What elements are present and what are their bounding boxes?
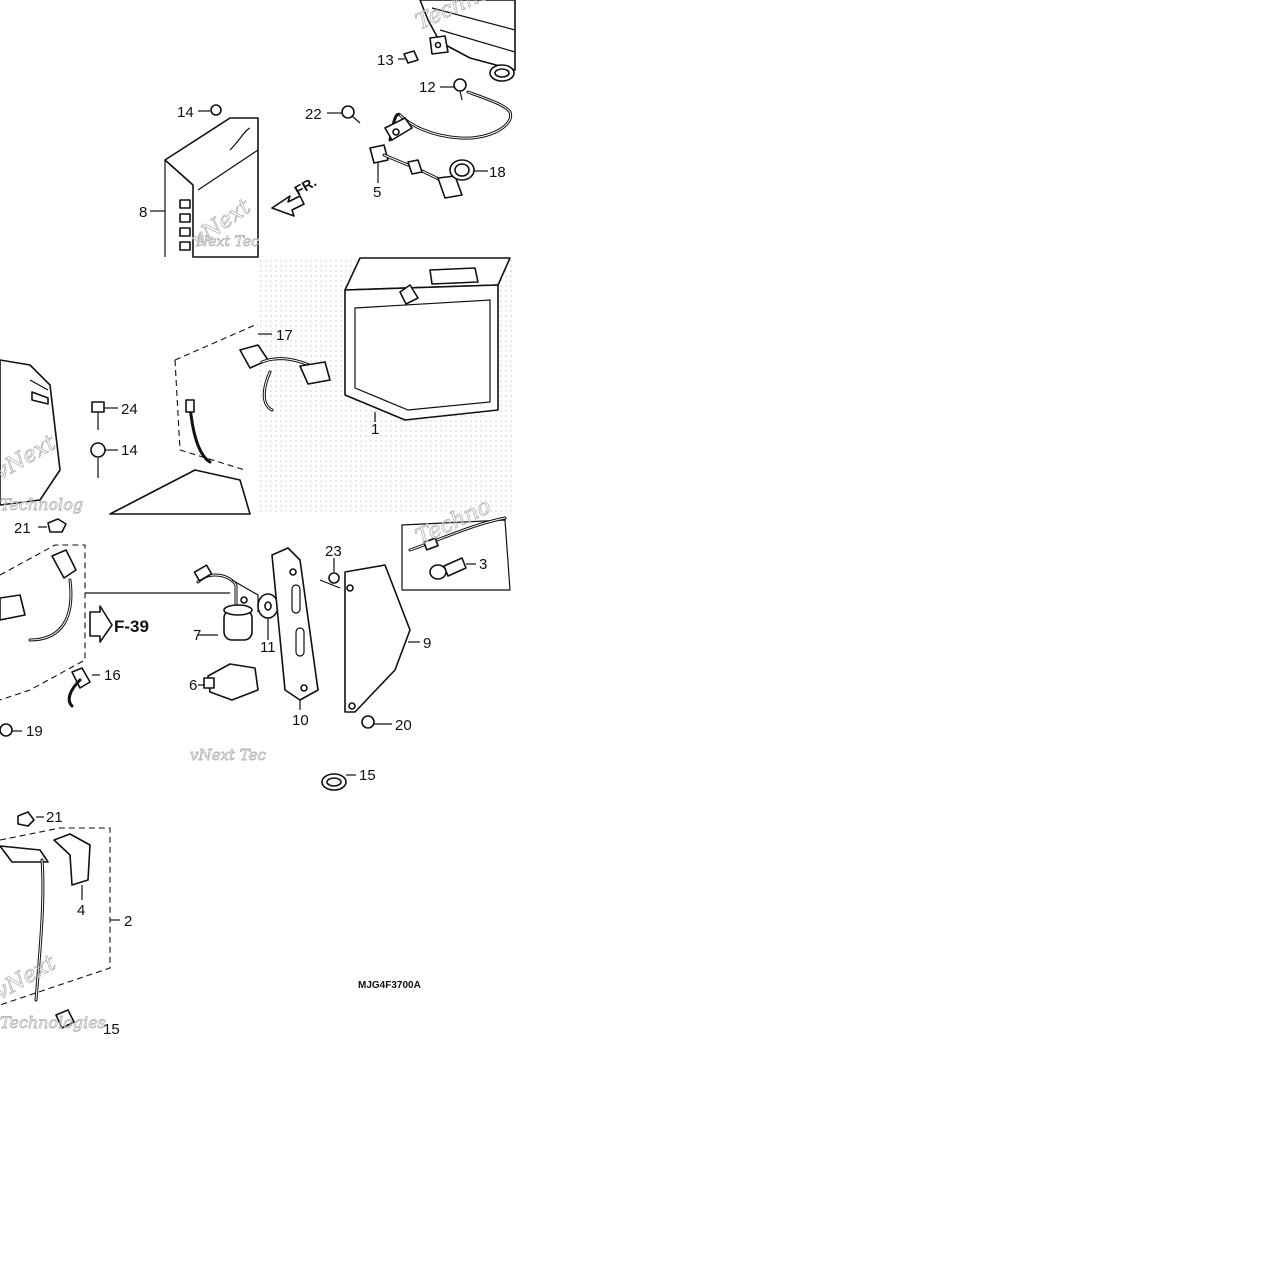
- callout-2: 2: [124, 913, 132, 930]
- tile-middle-row: [0, 516, 511, 791]
- nut-19: [0, 723, 13, 737]
- side-cover: [0, 359, 61, 506]
- callout-3: 3: [479, 556, 487, 573]
- front-marker: FR.: [292, 173, 320, 198]
- watermark-text: Technologies: [0, 1013, 106, 1032]
- callout-8: 8: [139, 204, 147, 221]
- sensor-5: [369, 144, 389, 164]
- drawing-code: MJG4F3700A: [358, 980, 421, 991]
- bolt-22: [341, 105, 355, 119]
- callout-1: 1: [371, 421, 379, 438]
- tile-top-left: [150, 104, 259, 258]
- nut-14a: [210, 104, 222, 116]
- nut-14b: [90, 442, 106, 458]
- bracket-10: [271, 547, 319, 701]
- callout-13: 13: [377, 52, 394, 69]
- front-arrow-icon: [271, 195, 305, 217]
- callout-19: 19: [26, 723, 43, 740]
- watermark-text: vNext Tec: [190, 746, 266, 764]
- watermark-text: Next Tec: [195, 234, 259, 250]
- callout-16: 16: [104, 667, 121, 684]
- callout-14: 14: [121, 442, 138, 459]
- callout-14: 14: [177, 104, 194, 121]
- callout-7: 7: [193, 627, 201, 644]
- callout-24: 24: [121, 401, 138, 418]
- cap-cover: [51, 549, 77, 579]
- page-reference: F-39: [114, 617, 149, 636]
- callout-9: 9: [423, 635, 431, 652]
- watermark-text: Technolog: [0, 495, 83, 514]
- callout-22: 22: [305, 106, 322, 123]
- tile-middle-battery: [0, 257, 515, 515]
- callout-11: 11: [260, 639, 276, 656]
- callout-23: 23: [325, 543, 342, 560]
- tile-top-right: [271, 0, 516, 217]
- callout-20: 20: [395, 717, 412, 734]
- callout-15: 15: [359, 767, 376, 784]
- callout-6: 6: [189, 677, 197, 694]
- plate-9: [344, 564, 411, 713]
- reference-arrow-icon: [89, 605, 113, 643]
- callout-15: 15: [103, 1021, 120, 1038]
- cable-terminal: [0, 845, 49, 863]
- bolt-24: [91, 401, 105, 413]
- terminal-cap-4: [53, 833, 91, 886]
- callout-21: 21: [46, 809, 63, 826]
- callout-4: 4: [77, 902, 85, 919]
- bolt-23: [328, 572, 340, 584]
- callout-18: 18: [489, 164, 506, 181]
- nut-21a: [47, 518, 67, 533]
- rubber-mount-6: [207, 663, 259, 701]
- nut-21b: [17, 811, 35, 827]
- callout-12: 12: [419, 79, 436, 96]
- nut-13: [403, 50, 419, 64]
- bolt-20: [361, 715, 375, 729]
- tile-bottom-cable: [0, 811, 120, 1029]
- callout-10: 10: [292, 712, 309, 729]
- callout-5: 5: [373, 184, 381, 201]
- battery-tray: [419, 0, 516, 71]
- callout-17: 17: [276, 327, 293, 344]
- bolt-12: [453, 78, 467, 92]
- callout-21: 21: [14, 520, 31, 537]
- watermark-text: vNext: [0, 950, 60, 1005]
